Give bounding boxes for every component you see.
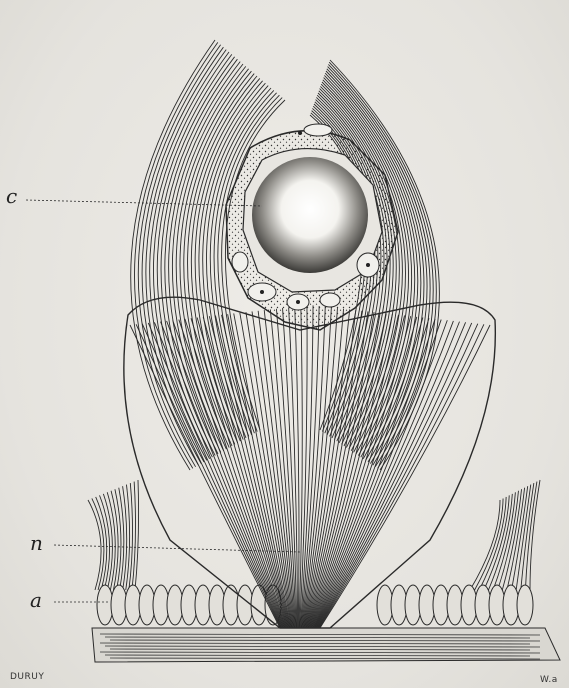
fibre-fan [124, 297, 495, 628]
cell-body [226, 124, 398, 330]
fan-fibre [311, 316, 410, 628]
base-tissue [92, 628, 560, 662]
outer-fibre [107, 492, 115, 590]
nucleus [252, 157, 368, 273]
fan-fibre [312, 317, 417, 628]
label-c: c [6, 186, 17, 206]
fan-fibre [311, 316, 405, 628]
fan-fibre [252, 311, 294, 628]
label-a: a [30, 590, 42, 610]
fan-fibre [307, 312, 374, 628]
outer-fibre [521, 483, 534, 590]
engraver-signature: DURUY [10, 672, 44, 682]
outer-fibre [470, 500, 500, 590]
fan-fibre [215, 316, 289, 628]
outer-fibre [525, 482, 537, 590]
outer-fibre [475, 498, 503, 590]
epithelial-cell [517, 585, 533, 625]
outer-fibre [138, 45, 220, 467]
outer-fibre [493, 492, 515, 590]
fan-fibre [167, 321, 284, 628]
fan-fibre [179, 320, 286, 628]
fan-fibre [191, 318, 287, 628]
outer-fibre [488, 494, 512, 590]
fan-fibre [130, 325, 280, 628]
outer-fibre [123, 486, 127, 590]
corner-mark: W.a [540, 675, 558, 685]
fan-fibre [173, 320, 285, 628]
fan-fibre [136, 324, 281, 628]
label-n: n [30, 533, 43, 553]
fan-fibre [313, 318, 423, 628]
outer-fibre [88, 500, 101, 590]
